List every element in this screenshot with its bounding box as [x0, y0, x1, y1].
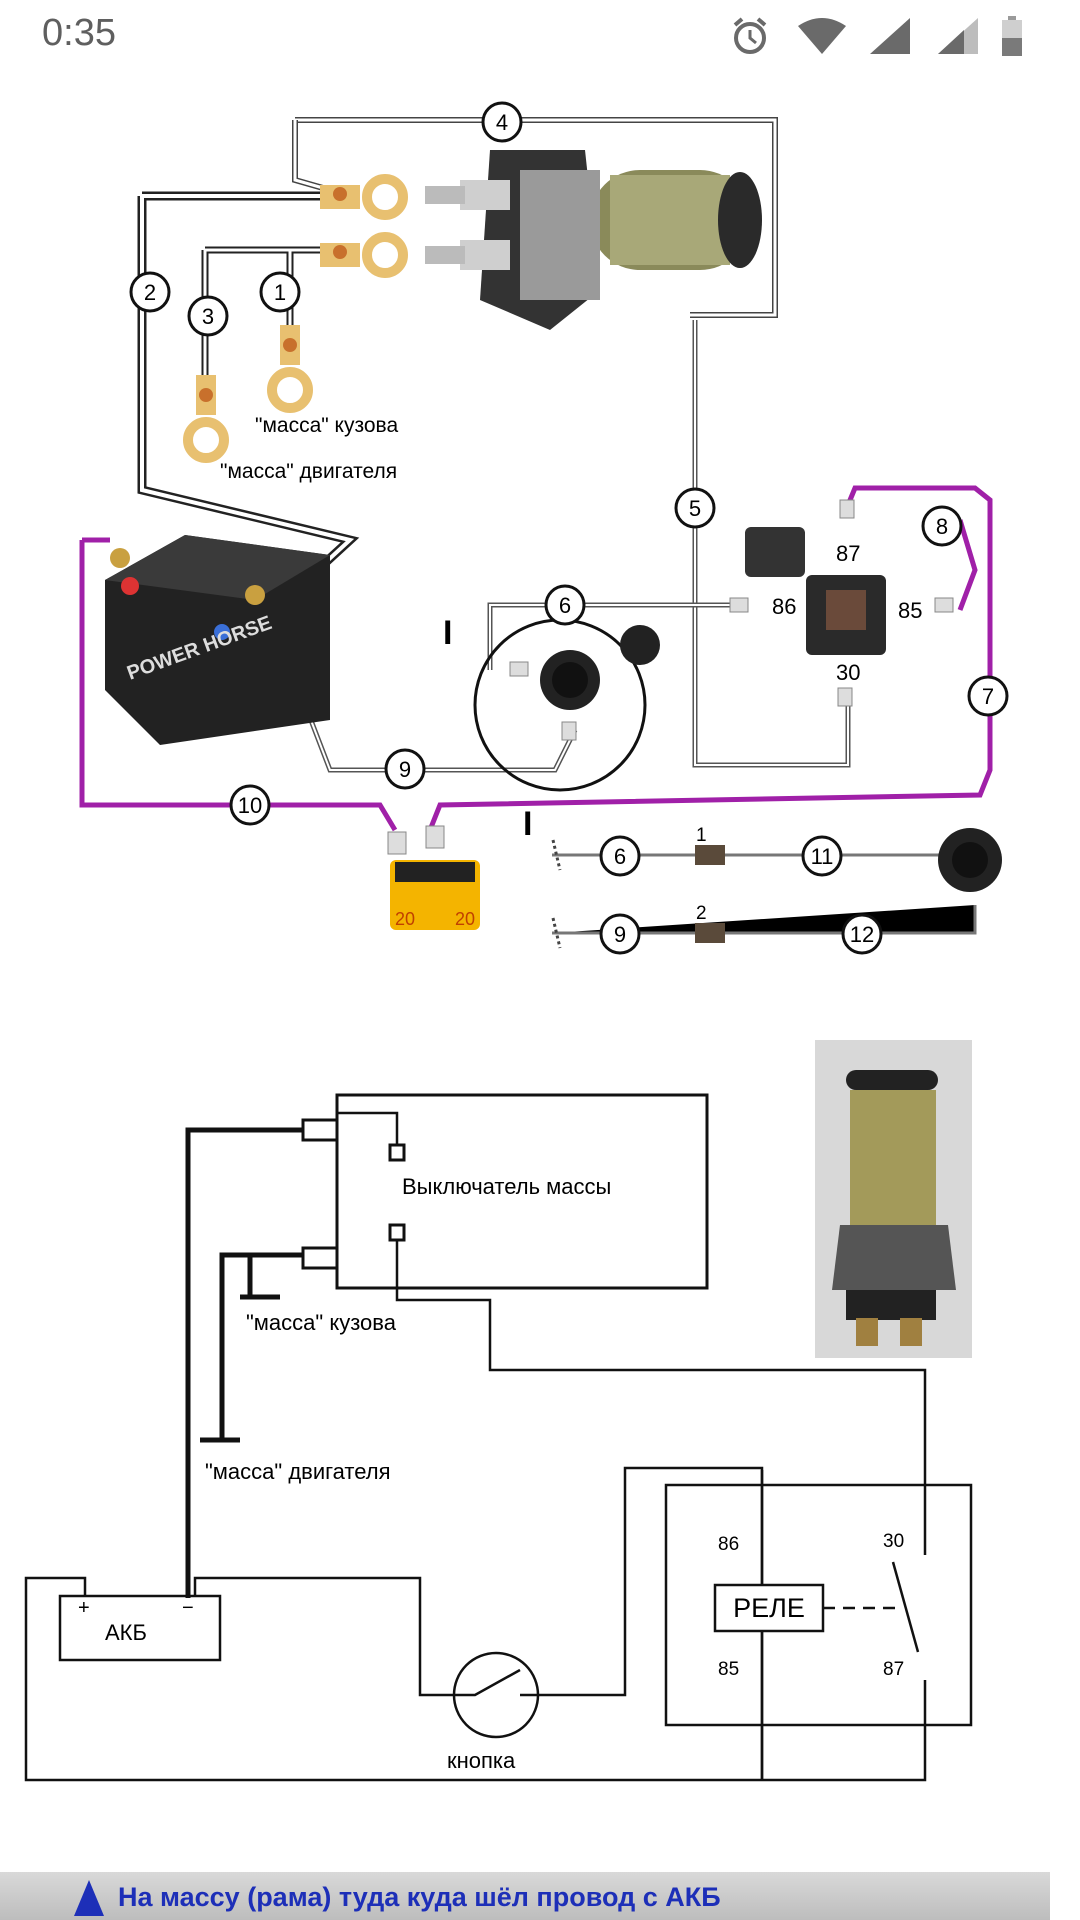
schematic-battery — [58, 1594, 222, 1662]
wire-marker-9: 9 — [384, 748, 426, 790]
button-illustration — [473, 618, 660, 792]
schematic: Выключатель массы "масса" кузова "масса"… — [24, 1093, 973, 1782]
svg-text:9: 9 — [399, 757, 411, 782]
svg-text:7: 7 — [982, 684, 994, 709]
svg-text:2: 2 — [144, 280, 156, 305]
ring-terminal — [183, 174, 408, 463]
relay-pin-87: 87 — [836, 541, 860, 566]
relay-pin-86: 86 — [772, 594, 796, 619]
relay-illustration — [729, 499, 954, 707]
label-body-ground: "масса" кузова — [255, 414, 398, 437]
solenoid-photo — [815, 1040, 972, 1358]
wire-marker-12: 12 — [841, 913, 883, 955]
wire-marker-8: 8 — [921, 505, 963, 547]
svg-text:12: 12 — [850, 922, 874, 947]
battery-illustration: POWER HORSE — [105, 535, 330, 745]
relay-pin-85: 85 — [898, 598, 922, 623]
wire-marker-6: 6 — [544, 584, 586, 626]
battery-minus: − — [182, 1597, 194, 1619]
pictorial-wiring: POWER HORSE 20 20 — [79, 101, 1009, 955]
svg-text:9: 9 — [614, 922, 626, 947]
roman-numeral-i: I — [443, 614, 452, 652]
wifi-icon — [798, 18, 846, 54]
caption-bar: На массу (рама) туда куда шёл провод с А… — [0, 1872, 1050, 1920]
wire-marker-9b: 9 — [599, 913, 641, 955]
fuse: 20 20 — [387, 825, 480, 930]
wire-marker-3: 3 — [187, 295, 229, 337]
status-time: 0:35 — [42, 12, 116, 54]
up-arrow-icon — [74, 1880, 104, 1916]
status-icons — [724, 14, 1044, 60]
label-engine-ground: "масса" двигателя — [220, 460, 397, 483]
svg-text:6: 6 — [559, 593, 571, 618]
wire-number-markers: 4 2 3 1 5 8 6 7 9 10 6 11 9 12 — [129, 101, 1009, 955]
battery-plus: + — [78, 1597, 90, 1619]
fuse-rating-2: 20 — [455, 909, 475, 929]
alarm-icon — [733, 17, 767, 54]
wire-marker-11: 11 — [801, 835, 843, 877]
schematic-body-ground-label: "масса" кузова — [246, 1310, 397, 1335]
wire-marker-10: 10 — [229, 784, 271, 826]
wire-marker-5: 5 — [674, 487, 716, 529]
relay-pin-30: 30 — [836, 660, 860, 685]
svg-text:1: 1 — [274, 280, 286, 305]
wire-marker-4: 4 — [481, 101, 523, 143]
wire-marker-7: 7 — [967, 675, 1009, 717]
battery-icon — [1002, 16, 1022, 56]
status-bar: 0:35 — [0, 0, 1080, 74]
svg-text:6: 6 — [614, 844, 626, 869]
wire-marker-6b: 6 — [599, 835, 641, 877]
connector-label-1: 1 — [696, 825, 707, 846]
signal-weak-icon — [938, 18, 978, 54]
roman-numeral-i-detail: I — [523, 805, 532, 843]
switch-box — [335, 1093, 709, 1290]
wire-marker-1: 1 — [259, 271, 301, 313]
svg-text:5: 5 — [689, 496, 701, 521]
battery-label: АКБ — [105, 1620, 147, 1645]
ground-switch-solenoid — [425, 150, 762, 330]
schematic-pin-86: 86 — [718, 1534, 739, 1555]
svg-text:11: 11 — [811, 844, 834, 869]
wiring-diagram: POWER HORSE 20 20 — [24, 101, 1009, 1782]
svg-text:3: 3 — [202, 304, 214, 329]
switch-label: Выключатель массы — [402, 1174, 611, 1199]
signal-icon — [870, 18, 910, 54]
svg-text:4: 4 — [496, 110, 508, 135]
schematic-pin-30: 30 — [883, 1531, 904, 1552]
svg-text:8: 8 — [936, 514, 948, 539]
schematic-pin-87: 87 — [883, 1659, 904, 1680]
schematic-pin-85: 85 — [718, 1659, 739, 1680]
fuse-rating: 20 — [395, 909, 415, 929]
schematic-relay-box — [664, 1483, 973, 1727]
svg-text:10: 10 — [238, 793, 262, 818]
schematic-engine-ground-label: "масса" двигателя — [205, 1459, 391, 1484]
relay-label: РЕЛЕ — [733, 1593, 805, 1623]
caption-text: На массу (рама) туда куда шёл провод с А… — [118, 1882, 721, 1912]
connector-label-2: 2 — [696, 903, 707, 924]
wire-marker-2: 2 — [129, 271, 171, 313]
button-label: кнопка — [447, 1748, 516, 1773]
